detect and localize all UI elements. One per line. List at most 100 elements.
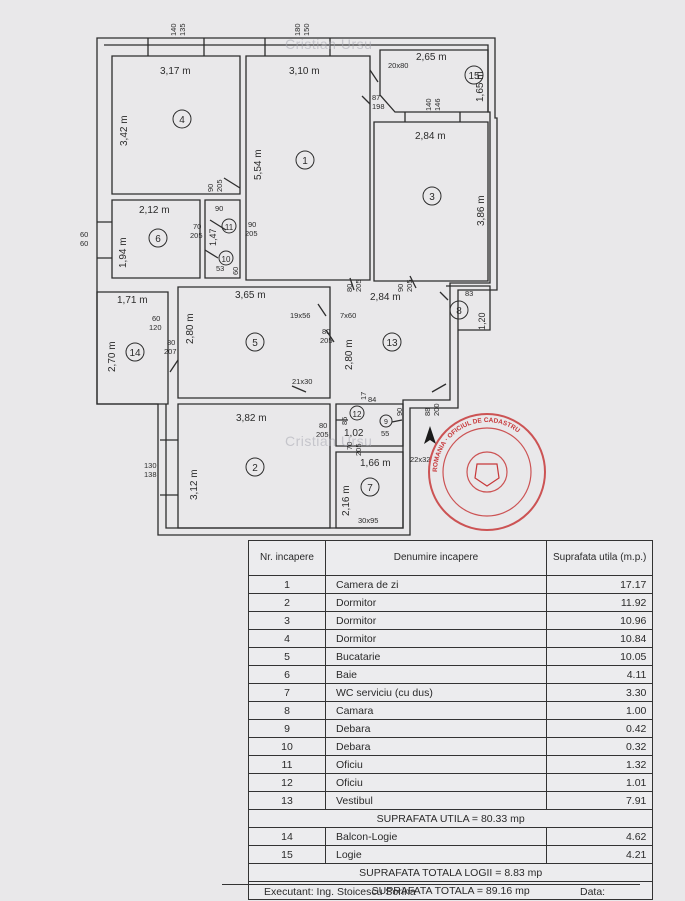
dim-15-width: 2,65 m <box>416 52 447 63</box>
svg-text:17: 17 <box>359 392 368 400</box>
svg-text:140: 140 <box>424 98 433 111</box>
svg-text:205: 205 <box>354 443 363 456</box>
svg-text:5: 5 <box>252 338 258 349</box>
svg-text:205: 205 <box>190 231 203 240</box>
dim-3-width: 2,84 m <box>415 131 446 142</box>
cell-name: Camera de zi <box>325 575 547 594</box>
svg-text:205: 205 <box>405 279 414 292</box>
total-logii-row: SUPRAFATA TOTALA LOGII = 8.83 mp <box>247 863 654 882</box>
dimension-labels: 3,17 m 3,42 m 3,10 m 5,54 m 2,65 m 1,65 … <box>107 52 487 516</box>
svg-text:60: 60 <box>231 267 240 275</box>
cell-name: Debara <box>325 719 547 738</box>
total-util: SUPRAFATA UTILA = 80.33 mp <box>247 809 654 828</box>
cell-num: 14 <box>248 827 326 846</box>
dim-4-width: 3,17 m <box>160 66 191 77</box>
svg-text:7: 7 <box>367 483 373 494</box>
dim-5-height: 2,80 m <box>185 313 196 344</box>
opening-labels: 140 135 180 150 20x80 87 198 140 146 90 … <box>80 23 473 525</box>
cell-name: Oficiu <box>325 755 547 774</box>
svg-text:83: 83 <box>465 289 473 298</box>
svg-text:150: 150 <box>302 23 311 36</box>
cell-area: 4.62 <box>545 827 654 846</box>
dim-13-width: 2,84 m <box>370 292 401 303</box>
svg-text:146: 146 <box>433 98 442 111</box>
cell-name: Dormitor <box>325 593 547 612</box>
svg-text:90: 90 <box>395 408 404 416</box>
svg-text:2: 2 <box>252 463 258 474</box>
cell-area: 4.11 <box>545 665 654 684</box>
dim-8-height: 1,20 <box>477 312 487 330</box>
svg-text:90: 90 <box>248 220 256 229</box>
svg-text:135: 135 <box>178 23 187 36</box>
cell-area: 0.32 <box>545 737 654 756</box>
svg-text:70: 70 <box>193 222 201 231</box>
date-label: Data: <box>580 886 606 898</box>
dim-6-width: 2,12 m <box>139 205 170 216</box>
cell-num: 5 <box>248 647 326 666</box>
svg-text:80: 80 <box>319 421 327 430</box>
cell-num: 9 <box>248 719 326 738</box>
header-area: Suprafata utila (m.p.) <box>545 540 654 576</box>
svg-text:60: 60 <box>80 239 88 248</box>
svg-text:13: 13 <box>386 338 398 349</box>
svg-text:7x60: 7x60 <box>340 311 356 320</box>
dim-3-height: 3,86 m <box>476 195 487 226</box>
watermark-middle: Cristian Ursu <box>285 433 373 449</box>
svg-text:9: 9 <box>384 419 388 426</box>
dim-14-width: 1,71 m <box>117 295 148 306</box>
svg-text:30x95: 30x95 <box>358 516 378 525</box>
cell-area: 1.01 <box>545 773 654 792</box>
dim-6-height: 1,94 m <box>118 237 129 268</box>
total-area: SUPRAFATA TOTALA = 89.16 mp <box>247 881 654 900</box>
svg-text:53: 53 <box>216 264 224 273</box>
svg-text:87: 87 <box>372 93 380 102</box>
footer: Executant: Ing. Stoicescu Sorina Data: <box>222 884 640 901</box>
svg-text:11: 11 <box>225 223 234 232</box>
cell-name: Oficiu <box>325 773 547 792</box>
cell-num: 13 <box>248 791 326 810</box>
svg-text:3: 3 <box>429 192 435 203</box>
cell-name: Camara <box>325 701 547 720</box>
svg-text:90: 90 <box>206 184 215 192</box>
svg-text:198: 198 <box>372 102 385 111</box>
cell-name: Dormitor <box>325 611 547 630</box>
svg-text:60: 60 <box>80 230 88 239</box>
svg-text:4: 4 <box>179 115 185 126</box>
svg-text:205: 205 <box>316 430 329 439</box>
svg-text:205: 205 <box>354 279 363 292</box>
header-num: Nr. incapere <box>248 540 326 576</box>
table-header-row: Nr. incapere Denumire incapere Suprafata… <box>248 540 654 576</box>
svg-text:130: 130 <box>144 461 157 470</box>
cell-area: 1.00 <box>545 701 654 720</box>
cell-num: 7 <box>248 683 326 702</box>
cell-num: 4 <box>248 629 326 648</box>
dim-12-width: 1,02 <box>344 428 364 439</box>
room-markers <box>125 65 484 497</box>
cell-area: 0.42 <box>545 719 654 738</box>
svg-text:138: 138 <box>144 470 157 479</box>
svg-text:180: 180 <box>293 23 302 36</box>
room-table: Nr. incapere Denumire incapere Suprafata… <box>247 540 654 900</box>
cell-name: Logie <box>325 845 547 864</box>
cell-name: Baie <box>325 665 547 684</box>
dim-14-height: 2,70 m <box>107 341 118 372</box>
svg-text:1: 1 <box>302 156 308 167</box>
cell-name: Debara <box>325 737 547 756</box>
svg-text:200: 200 <box>432 403 441 416</box>
total-row: SUPRAFATA TOTALA = 89.16 mp <box>247 881 654 900</box>
svg-text:120: 120 <box>149 323 162 332</box>
cell-name: Bucatarie <box>325 647 547 666</box>
